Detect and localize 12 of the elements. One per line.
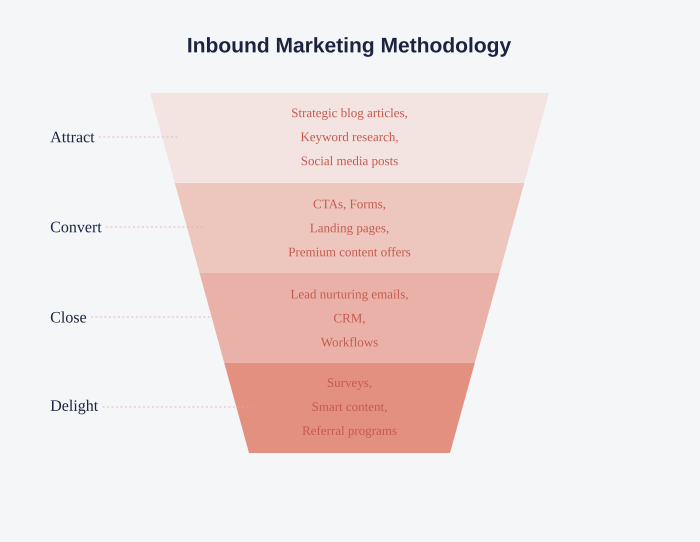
stage-label: Attract bbox=[50, 132, 95, 142]
title: Inbound Marketing Methodology bbox=[188, 37, 512, 57]
leader-line bbox=[90, 316, 228, 318]
stage-label: Close bbox=[50, 311, 86, 323]
funnel-band: Strategic blog articles, Keyword research, Social media posts bbox=[150, 93, 549, 183]
leader-line bbox=[98, 136, 178, 138]
funnel-band: Lead nurturing emails, CRM, Workflows bbox=[200, 273, 500, 363]
stage-label: Convert bbox=[50, 222, 102, 232]
leader-line bbox=[102, 406, 253, 408]
funnel-band: CTAs, Forms, Landing pages, Premium content offers bbox=[174, 183, 524, 273]
leader-line bbox=[106, 226, 204, 228]
stage-label: Delight bbox=[50, 400, 98, 414]
